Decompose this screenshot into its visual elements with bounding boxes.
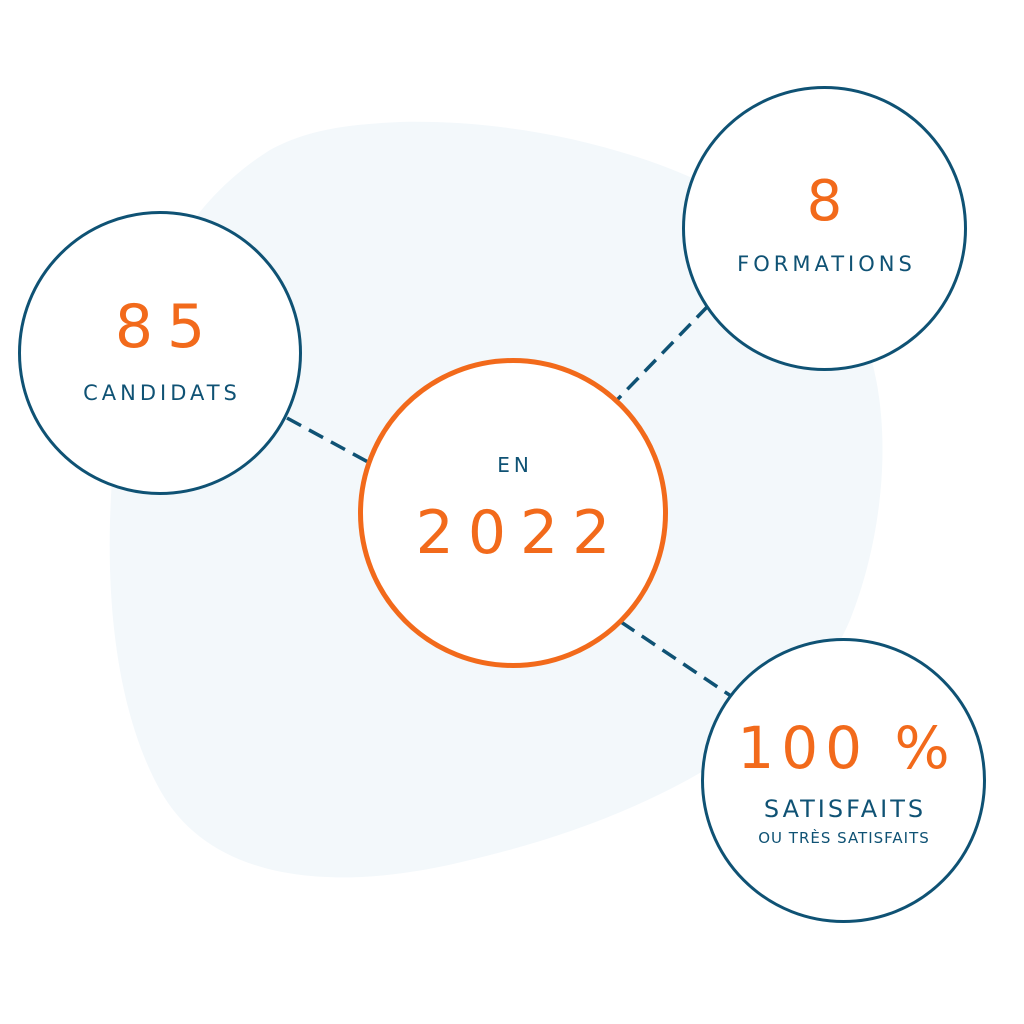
trainings-label: FORMATIONS bbox=[737, 252, 916, 276]
connector-bottom bbox=[620, 620, 732, 698]
candidates-value: 85 bbox=[114, 291, 220, 362]
satisfaction-value: 100 % bbox=[737, 713, 957, 782]
year-circle: EN 2022 bbox=[358, 358, 668, 668]
satisfaction-sublabel: OU TRÈS SATISFAITS bbox=[758, 828, 930, 847]
candidates-label: CANDIDATS bbox=[83, 380, 241, 405]
connector-top bbox=[615, 304, 710, 402]
trainings-circle: 8 FORMATIONS bbox=[682, 86, 967, 371]
year-value: 2022 bbox=[415, 498, 625, 568]
connector-left bbox=[286, 416, 369, 464]
satisfaction-label: SATISFAITS bbox=[763, 794, 927, 823]
trainings-value: 8 bbox=[806, 169, 843, 234]
candidates-circle: 85 CANDIDATS bbox=[18, 211, 302, 495]
year-prefix: EN bbox=[497, 453, 533, 477]
satisfaction-circle: 100 % SATISFAITS OU TRÈS SATISFAITS bbox=[701, 638, 986, 923]
